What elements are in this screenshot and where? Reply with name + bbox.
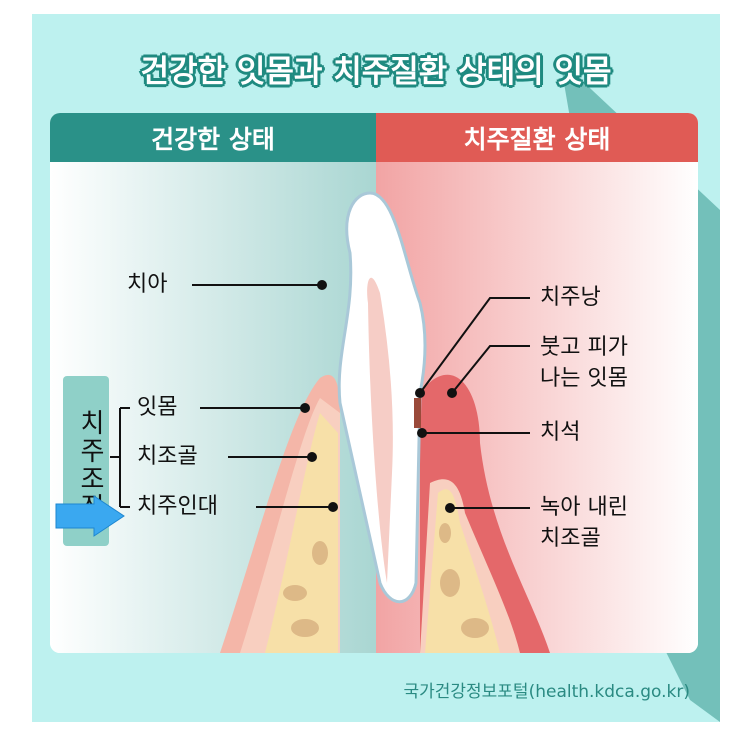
label-bone-loss-2: 치조골	[540, 526, 601, 551]
label-gum: 잇몸	[137, 395, 178, 420]
diagram-panel: 건강한 상태 치주질환 상태	[50, 113, 698, 653]
label-bone-loss-1: 녹아 내린	[540, 495, 628, 520]
header-diseased: 치주질환 상태	[376, 113, 698, 162]
arrow-icon	[55, 495, 125, 537]
label-pocket: 치주낭	[540, 285, 601, 310]
header-healthy: 건강한 상태	[50, 113, 376, 162]
label-swollen-gum-1: 붓고 피가	[540, 335, 628, 360]
source-credit: 국가건강정보포털(health.kdca.go.kr)	[403, 682, 690, 702]
label-tartar: 치석	[540, 420, 581, 445]
label-alveolar-bone: 치조골	[137, 444, 198, 469]
label-ligament: 치주인대	[137, 494, 218, 519]
tooth-illustration	[50, 162, 698, 653]
page-title: 건강한 잇몸과 치주질환 상태의 잇몸	[140, 54, 612, 90]
label-swollen-gum-2: 나는 잇몸	[540, 366, 628, 391]
label-tooth: 치아	[127, 272, 168, 297]
